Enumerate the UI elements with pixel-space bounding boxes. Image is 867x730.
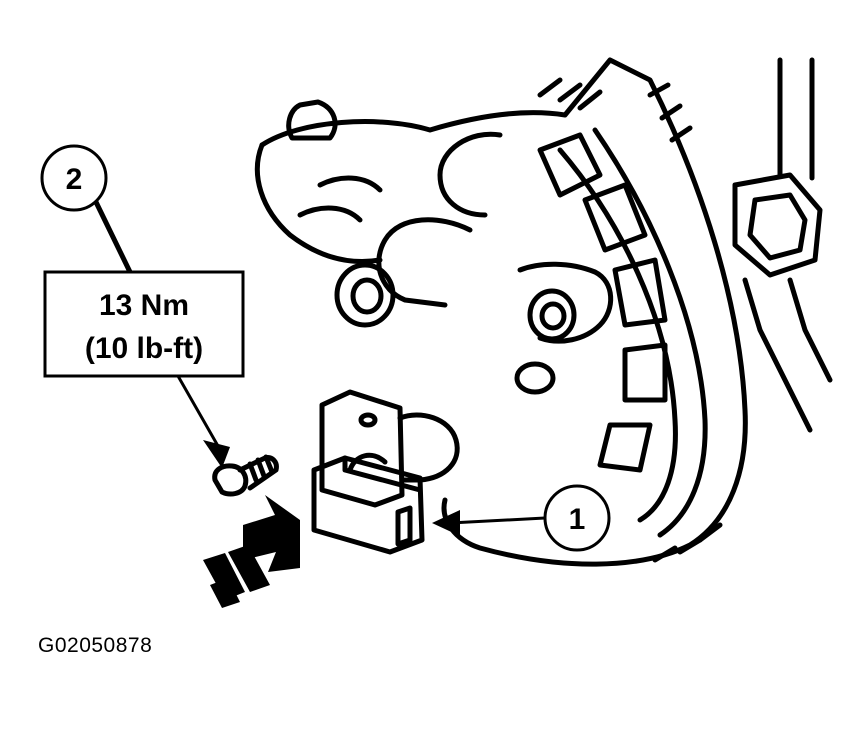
leader-callout-1 — [448, 516, 547, 525]
arrowhead-to-bolt-icon — [203, 440, 230, 468]
callout-2: 2 — [40, 144, 108, 212]
engine-housing — [254, 57, 748, 567]
torque-spec-imperial: (10 lb-ft) — [85, 332, 203, 365]
leader-callout-2 — [92, 197, 133, 275]
hex-nut — [732, 57, 833, 433]
arrowhead-to-sensor-icon — [432, 510, 460, 536]
figure-id-label: G02050878 — [38, 634, 153, 657]
torque-spec-box: 13 Nm (10 lb-ft) — [43, 270, 245, 378]
leader-torque-to-bolt — [176, 374, 220, 448]
camshaft-position-sensor — [311, 389, 460, 555]
mounting-bolt — [212, 454, 279, 497]
callout-1: 1 — [543, 484, 611, 552]
callout-1-number: 1 — [569, 503, 586, 536]
callout-2-number: 2 — [66, 163, 83, 196]
view-direction-arrow-icon — [203, 495, 300, 608]
torque-spec-metric: 13 Nm — [99, 289, 189, 322]
